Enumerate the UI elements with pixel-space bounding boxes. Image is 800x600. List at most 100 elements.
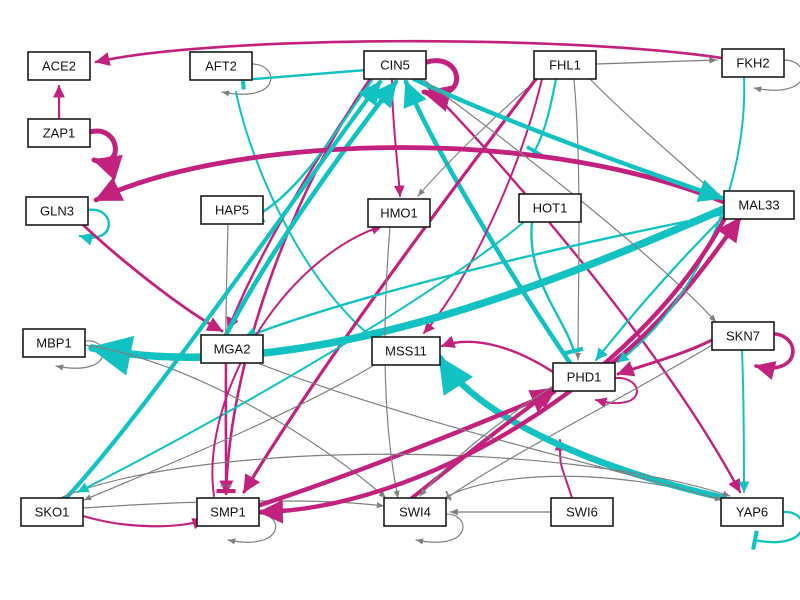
edge-mal33-phd1[interactable] [594, 212, 728, 362]
node-mal33[interactable]: MAL33 [723, 190, 795, 220]
node-label-yap6: YAP6 [736, 504, 768, 519]
edge-phd1-swi4[interactable] [419, 383, 557, 497]
node-hap5[interactable]: HAP5 [200, 195, 264, 225]
node-box-yap6[interactable] [720, 497, 784, 527]
edge-mal33-mbp1[interactable] [88, 204, 730, 376]
edge-mss11-sko1[interactable] [83, 363, 377, 501]
node-box-swi4[interactable] [383, 497, 447, 527]
node-box-mal33[interactable] [723, 190, 795, 220]
edge-fkh2-ace2[interactable] [94, 39, 724, 66]
node-label-smp1: SMP1 [210, 504, 245, 519]
node-skn7[interactable]: SKN7 [711, 321, 775, 351]
edge-gln3-mga2[interactable] [78, 220, 224, 333]
node-mbp1[interactable]: MBP1 [22, 328, 86, 358]
node-box-sko1[interactable] [20, 497, 84, 527]
node-hmo1[interactable]: HMO1 [367, 198, 431, 228]
node-label-swi6: SWI6 [566, 504, 598, 519]
node-box-fkh2[interactable] [721, 48, 785, 78]
edge-zap1-zap1[interactable] [87, 128, 123, 181]
edge-aft2-aft2[interactable] [221, 63, 272, 97]
node-fhl1[interactable]: FHL1 [533, 50, 597, 80]
node-swi4[interactable]: SWI4 [383, 497, 447, 527]
edge-fhl1-fkh2[interactable] [595, 56, 718, 65]
edge-yap6-yap6[interactable] [751, 510, 800, 551]
edge-mal33-smp1[interactable] [257, 213, 729, 524]
edge-sko1-yap6[interactable] [59, 453, 731, 499]
edge-phd1-mss11[interactable] [440, 335, 555, 374]
node-label-mal33: MAL33 [738, 197, 779, 212]
edge-fhl1-hot1[interactable] [525, 77, 558, 158]
edge-hot1-phd1[interactable] [530, 220, 584, 356]
node-label-cin5: CIN5 [380, 57, 410, 72]
edge-smp1-phd1[interactable] [254, 389, 557, 509]
node-box-smp1[interactable] [196, 497, 260, 527]
node-box-gln3[interactable] [25, 196, 89, 226]
node-gln3[interactable]: GLN3 [25, 196, 89, 226]
node-box-mbp1[interactable] [22, 328, 86, 358]
edge-fkh2-fkh2[interactable] [753, 59, 800, 93]
node-box-hmo1[interactable] [367, 198, 431, 228]
edge-skn7-yap6[interactable] [738, 349, 750, 493]
node-smp1[interactable]: SMP1 [196, 497, 260, 527]
node-swi6[interactable]: SWI6 [550, 497, 614, 527]
edge-mga2-yap6[interactable] [249, 359, 723, 501]
edge-phd1-cin5[interactable] [403, 79, 573, 366]
node-box-zap1[interactable] [27, 118, 91, 148]
node-label-fhl1: FHL1 [549, 57, 581, 72]
node-label-ace2: ACE2 [42, 58, 76, 73]
node-label-mbp1: MBP1 [36, 335, 71, 350]
edge-cin5-cin5[interactable] [421, 58, 460, 112]
node-box-hot1[interactable] [518, 193, 582, 223]
node-yap6[interactable]: YAP6 [720, 497, 784, 527]
node-box-hap5[interactable] [200, 195, 264, 225]
edge-skn7-swi4[interactable] [443, 343, 715, 501]
node-fkh2[interactable]: FKH2 [721, 48, 785, 78]
node-box-mga2[interactable] [200, 334, 264, 364]
node-label-fkh2: FKH2 [736, 55, 769, 70]
node-label-sko1: SKO1 [35, 504, 70, 519]
edge-fhl1-hmo1[interactable] [417, 78, 539, 197]
node-box-fhl1[interactable] [533, 50, 597, 80]
edge-hot1-sko1[interactable] [77, 221, 525, 493]
edge-sko1-cin5[interactable] [63, 79, 383, 501]
edge-fhl1-mal33[interactable] [589, 78, 723, 201]
node-box-skn7[interactable] [711, 321, 775, 351]
node-box-ace2[interactable] [27, 51, 91, 81]
edge-cin5-aft2[interactable] [240, 68, 368, 90]
node-box-phd1[interactable] [552, 362, 616, 392]
edge-fhl1-smp1[interactable] [242, 77, 538, 494]
edge-cin5-hmo1[interactable] [391, 78, 405, 197]
node-box-swi6[interactable] [550, 497, 614, 527]
node-mss11[interactable]: MSS11 [371, 336, 441, 366]
edge-gln3-gln3[interactable] [78, 208, 110, 246]
edge-cin5-skn7[interactable] [423, 79, 717, 323]
node-box-aft2[interactable] [189, 51, 253, 81]
edge-cin5-gln3[interactable] [252, 78, 374, 224]
edge-skn7-skn7[interactable] [754, 332, 795, 380]
edge-cin5-mal33[interactable] [411, 76, 725, 202]
node-phd1[interactable]: PHD1 [552, 362, 616, 392]
node-label-mga2: MGA2 [214, 341, 251, 356]
node-ace2[interactable]: ACE2 [27, 51, 91, 81]
node-box-cin5[interactable] [363, 50, 427, 80]
edge-fhl1-mss11[interactable] [423, 78, 543, 334]
edge-skn7-phd1[interactable] [616, 338, 714, 377]
node-label-phd1: PHD1 [567, 369, 602, 384]
edge-sko1-smp1[interactable] [81, 514, 206, 530]
edge-mal33-gln3[interactable] [93, 145, 727, 205]
node-sko1[interactable]: SKO1 [20, 497, 84, 527]
node-aft2[interactable]: AFT2 [189, 51, 253, 81]
edge-mga2-cin5[interactable] [223, 79, 399, 338]
node-zap1[interactable]: ZAP1 [27, 118, 91, 148]
node-label-gln3: GLN3 [40, 203, 74, 218]
edge-yap6-mss11[interactable] [436, 354, 728, 502]
node-hot1[interactable]: HOT1 [518, 193, 582, 223]
node-mga2[interactable]: MGA2 [200, 334, 264, 364]
node-box-mss11[interactable] [371, 336, 441, 366]
edge-cin5-yap6[interactable] [418, 77, 742, 494]
edge-mbp1-swi4[interactable] [84, 344, 387, 499]
edge-fhl1-phd1[interactable] [573, 78, 582, 361]
node-cin5[interactable]: CIN5 [363, 50, 427, 80]
node-label-mss11: MSS11 [385, 343, 427, 358]
